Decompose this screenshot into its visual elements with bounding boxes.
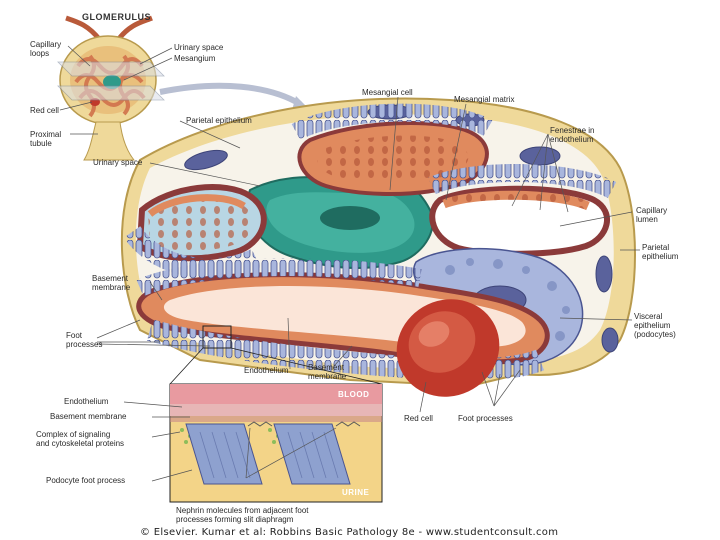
- label-capillary-loops: Capillary loops: [30, 40, 62, 58]
- label-complex-signaling: Complex of signaling and cytoskeletal pr…: [36, 430, 125, 448]
- label-parietal-epithelium-right: Parietal epithelium: [642, 243, 679, 261]
- label-mesangial-cell: Mesangial cell: [362, 88, 413, 97]
- label-mesangial-matrix: Mesangial matrix: [454, 95, 515, 104]
- slit-diaphragm-inset: [169, 383, 383, 503]
- label-glomerulus: GLOMERULUS: [82, 12, 151, 22]
- label-endothelium-inset: Endothelium: [64, 397, 109, 406]
- label-proximal-tubule: Proximal tubule: [30, 130, 62, 148]
- label-parietal-epithelium-left: Parietal epithelium: [186, 116, 252, 125]
- label-urinary-space: Urinary space: [93, 158, 143, 167]
- inset-tag-blood: BLOOD: [338, 390, 370, 399]
- label-red-cell-bottom: Red cell: [404, 414, 433, 423]
- copyright-caption: © Elsevier. Kumar et al: Robbins Basic P…: [140, 527, 559, 538]
- mini-glomerulus: [57, 15, 308, 161]
- inset-tag-urine: URINE: [342, 488, 370, 497]
- label-podocyte-foot-process: Podocyte foot process: [46, 476, 126, 485]
- label-endothelium-mid: Endothelium: [244, 366, 289, 375]
- label-nephrin: Nephrin molecules from adjacent foot pro…: [176, 506, 309, 524]
- label-red-cell-top: Red cell: [30, 106, 59, 115]
- label-foot-processes-bottom: Foot processes: [458, 414, 513, 423]
- label-visceral-epithelium: Visceral epithelium (podocytes): [634, 312, 676, 339]
- capillary-cross-section: [120, 97, 636, 397]
- label-mesangium: Mesangium: [174, 54, 216, 63]
- label-capillary-lumen: Capillary lumen: [636, 206, 668, 224]
- label-basement-membrane-inset: Basement membrane: [50, 412, 127, 421]
- leader-lines: [59, 45, 640, 482]
- label-urinary-space-top: Urinary space: [174, 43, 224, 52]
- label-basement-membrane-mid: Basement membrane: [308, 363, 347, 381]
- label-foot-processes-left: Foot processes: [66, 331, 103, 349]
- label-fenestrae: Fenestrae in endothelium: [550, 126, 595, 144]
- label-basement-membrane-left: Basement membrane: [92, 274, 131, 292]
